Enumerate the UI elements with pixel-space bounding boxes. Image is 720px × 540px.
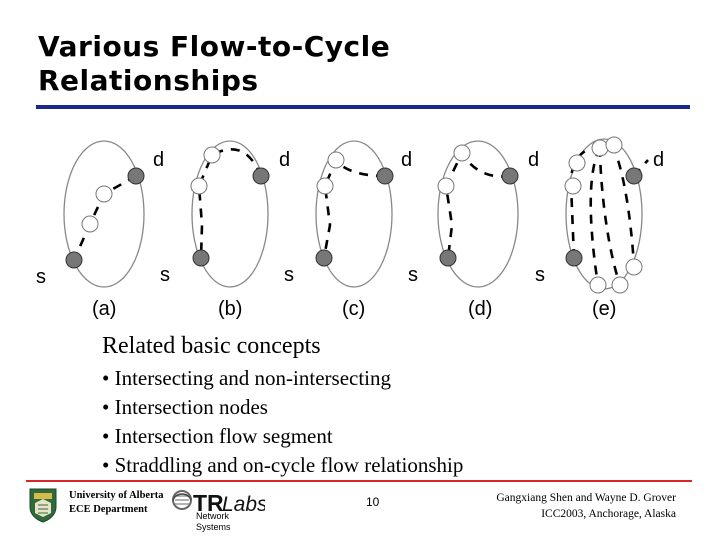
- footer-divider: [26, 480, 692, 482]
- flow-path: [598, 147, 622, 286]
- dest-node: [252, 167, 270, 185]
- cycle-ellipse: [63, 140, 145, 288]
- panel-c: s d (c): [284, 140, 412, 320]
- svg-text:TR: TR: [193, 490, 224, 516]
- source-node: [65, 251, 83, 269]
- dest-label: d: [401, 149, 412, 171]
- dest-label: d: [153, 149, 164, 171]
- panel-caption: (c): [342, 298, 365, 320]
- title-line-1: Various Flow-to-Cycle: [38, 30, 391, 63]
- source-node: [192, 249, 210, 267]
- flow-path: [444, 150, 511, 259]
- source-label: s: [36, 266, 46, 288]
- concept-bullet: • Intersecting and non-intersecting: [102, 366, 392, 390]
- footer-authors: Gangxiang Shen and Wayne D. Grover ICC20…: [496, 490, 676, 522]
- flow-cycle-diagram: .cyc { fill: none; stroke: #888; stroke-…: [36, 136, 664, 320]
- university-name: University of Alberta ECE Department: [69, 489, 164, 517]
- intermediate-node: [95, 185, 113, 203]
- source-label: s: [408, 264, 418, 286]
- concept-bullet: • Intersection nodes: [102, 395, 268, 419]
- trlabs-line-1: Network: [196, 511, 230, 521]
- panel-e: s d (e): [535, 136, 664, 320]
- flow-path: [589, 147, 602, 286]
- svg-text:Labs: Labs: [222, 493, 265, 516]
- source-label: s: [535, 264, 545, 286]
- intermediate-node: [327, 151, 345, 169]
- flow-path: [197, 148, 263, 259]
- flow-path: [610, 144, 636, 268]
- authors-line-2: ICC2003, Anchorage, Alaska: [541, 508, 676, 520]
- panel-d: s d (d): [408, 140, 539, 320]
- source-label: s: [160, 264, 170, 286]
- intermediate-node: [203, 146, 221, 164]
- trlabs-subtitle: Network Systems: [196, 511, 231, 533]
- intermediate-node: [589, 276, 607, 294]
- page-number: 10: [366, 495, 380, 509]
- slide-title: Various Flow-to-Cycle Relationships: [38, 30, 678, 98]
- source-label: s: [284, 264, 294, 286]
- concepts-list: Related basic concepts • Intersecting an…: [102, 330, 702, 480]
- intermediate-node: [190, 177, 208, 195]
- flow-path: [72, 174, 137, 261]
- intermediate-node: [611, 276, 629, 294]
- intermediate-node: [81, 215, 99, 233]
- cycle-ellipse: [191, 140, 269, 288]
- intermediate-node: [453, 144, 471, 162]
- university-line-1: University of Alberta: [69, 490, 164, 501]
- source-node: [315, 249, 333, 267]
- authors-line-1: Gangxiang Shen and Wayne D. Grover: [496, 492, 676, 504]
- intermediate-node: [605, 136, 623, 154]
- cycle-ellipse: [315, 140, 393, 288]
- trlabs-line-2: Systems: [196, 522, 231, 532]
- intermediate-node: [564, 177, 582, 195]
- dest-node: [625, 167, 643, 185]
- concept-bullet: • Intersection flow segment: [102, 424, 333, 448]
- dest-node: [376, 167, 394, 185]
- title-line-2: Relationships: [38, 64, 259, 97]
- title-underline: [36, 105, 690, 109]
- panel-caption: (d): [468, 298, 492, 320]
- panel-caption: (e): [592, 298, 616, 320]
- dest-node: [127, 167, 145, 185]
- source-node: [439, 249, 457, 267]
- intermediate-node: [316, 177, 334, 195]
- intermediate-node: [591, 139, 609, 157]
- dest-node: [501, 167, 519, 185]
- intermediate-node: [625, 258, 643, 276]
- concept-bullet: • Straddling and on-cycle flow relations…: [102, 453, 464, 477]
- panel-caption: (a): [92, 298, 116, 320]
- panel-b: s d (b): [160, 140, 290, 320]
- university-crest-icon: [29, 488, 57, 523]
- intermediate-node: [437, 177, 455, 195]
- trlabs-logo-icon: TR Labs: [172, 490, 265, 516]
- flow-path: [322, 157, 386, 259]
- dest-label: d: [653, 149, 664, 171]
- panel-caption: (b): [218, 298, 242, 320]
- cycle-ellipse: [437, 140, 519, 288]
- dest-label: d: [279, 149, 290, 171]
- concepts-heading: Related basic concepts: [102, 333, 321, 359]
- intermediate-node: [568, 154, 586, 172]
- source-node: [565, 249, 583, 267]
- university-line-2: ECE Department: [69, 504, 148, 515]
- panel-a: s d (a): [36, 140, 164, 320]
- dest-label: d: [528, 149, 539, 171]
